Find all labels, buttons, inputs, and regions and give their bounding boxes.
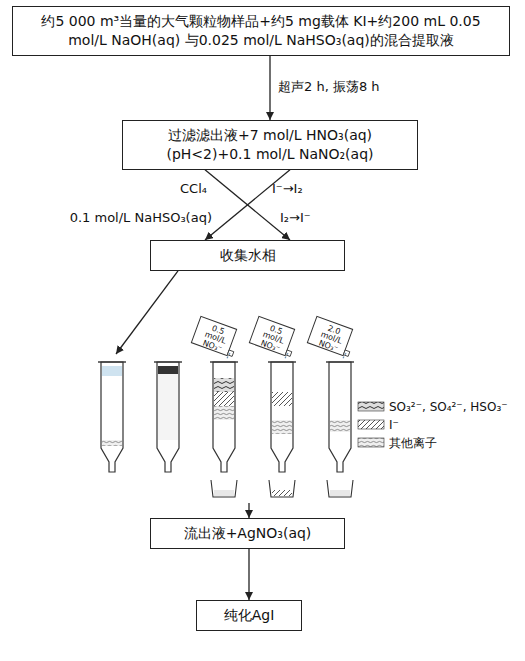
process-box: 过滤滤出液+7 mol/L HNO₃(aq) (pH<2)+0.1 mol/L … xyxy=(122,120,418,170)
flow-arrow xyxy=(205,170,290,240)
column-band xyxy=(330,420,350,432)
legend-text: 其他离子 xyxy=(389,436,437,450)
box-text: 纯化AgI xyxy=(205,606,293,625)
columns xyxy=(98,316,357,497)
column-tube xyxy=(271,362,293,472)
flow-arrow xyxy=(269,56,270,120)
beaker xyxy=(211,480,237,497)
beaker-liquid xyxy=(272,490,292,496)
eluent-bottle xyxy=(191,316,241,357)
box-text: 流出液+AgNO₃(aq) xyxy=(159,524,336,543)
column xyxy=(154,362,182,472)
legend-text: I⁻ xyxy=(389,418,399,432)
column-lip xyxy=(98,361,126,362)
column-band xyxy=(102,366,122,376)
column-band xyxy=(272,420,292,434)
column-lip xyxy=(268,361,296,362)
beaker-liquid xyxy=(330,490,350,496)
eluent-bottle xyxy=(307,316,357,357)
eluent-stream xyxy=(226,353,230,360)
eluent-stream xyxy=(342,353,346,360)
box-text: 收集水相 xyxy=(159,246,336,265)
column-band xyxy=(214,378,234,392)
process-box: 纯化AgI xyxy=(196,600,302,631)
legend-samples xyxy=(358,402,384,447)
column-band xyxy=(158,374,178,440)
column-tube xyxy=(157,362,179,472)
flow-arrow xyxy=(205,170,290,240)
column xyxy=(191,316,241,497)
legend-sample xyxy=(358,402,384,411)
column-tube xyxy=(213,362,235,472)
process-box: 约5 000 m³当量的大气颗粒物样品+约5 mg载体 KI+约200 mL 0… xyxy=(12,6,510,56)
box-text: 约5 000 m³当量的大气颗粒物样品+约5 mg载体 KI+约200 mL 0… xyxy=(21,12,501,50)
beaker xyxy=(327,480,353,497)
legend-sample xyxy=(358,438,384,447)
process-box: 收集水相 xyxy=(150,240,345,271)
column-band xyxy=(214,406,234,420)
load-arrow xyxy=(116,271,178,354)
box-text: 过滤滤出液+7 mol/L HNO₃(aq) (pH<2)+0.1 mol/L … xyxy=(131,126,409,164)
column xyxy=(249,316,299,497)
legend-text: SO₃²⁻, SO₄²⁻, HSO₃⁻ xyxy=(389,400,508,414)
column-lip xyxy=(326,361,354,362)
beaker xyxy=(269,480,295,497)
reagent-label: I₂→I⁻ xyxy=(280,210,311,226)
reagent-label: I⁻→I₂ xyxy=(272,181,303,197)
column-band xyxy=(214,392,234,406)
eluent-stream xyxy=(284,353,288,360)
reagent-label: 0.1 mol/L NaHSO₃(aq) xyxy=(70,210,212,226)
column-lip xyxy=(210,361,238,362)
flow-arrow xyxy=(248,549,249,600)
beaker-liquid xyxy=(214,490,234,496)
column xyxy=(98,362,126,472)
column-band xyxy=(102,440,122,446)
column-band xyxy=(272,392,292,406)
column-lip xyxy=(154,361,182,362)
edge-label: 超声2 h, 振荡8 h xyxy=(278,79,380,95)
eluent-bottle xyxy=(249,316,299,357)
reagent-label: CCl₄ xyxy=(180,181,207,197)
column-band xyxy=(158,366,178,374)
column-tube xyxy=(101,362,123,472)
effluent-arrow xyxy=(248,503,249,518)
column xyxy=(307,316,357,497)
process-box: 流出液+AgNO₃(aq) xyxy=(150,518,345,549)
legend-sample xyxy=(358,420,384,429)
column-tube xyxy=(329,362,351,472)
